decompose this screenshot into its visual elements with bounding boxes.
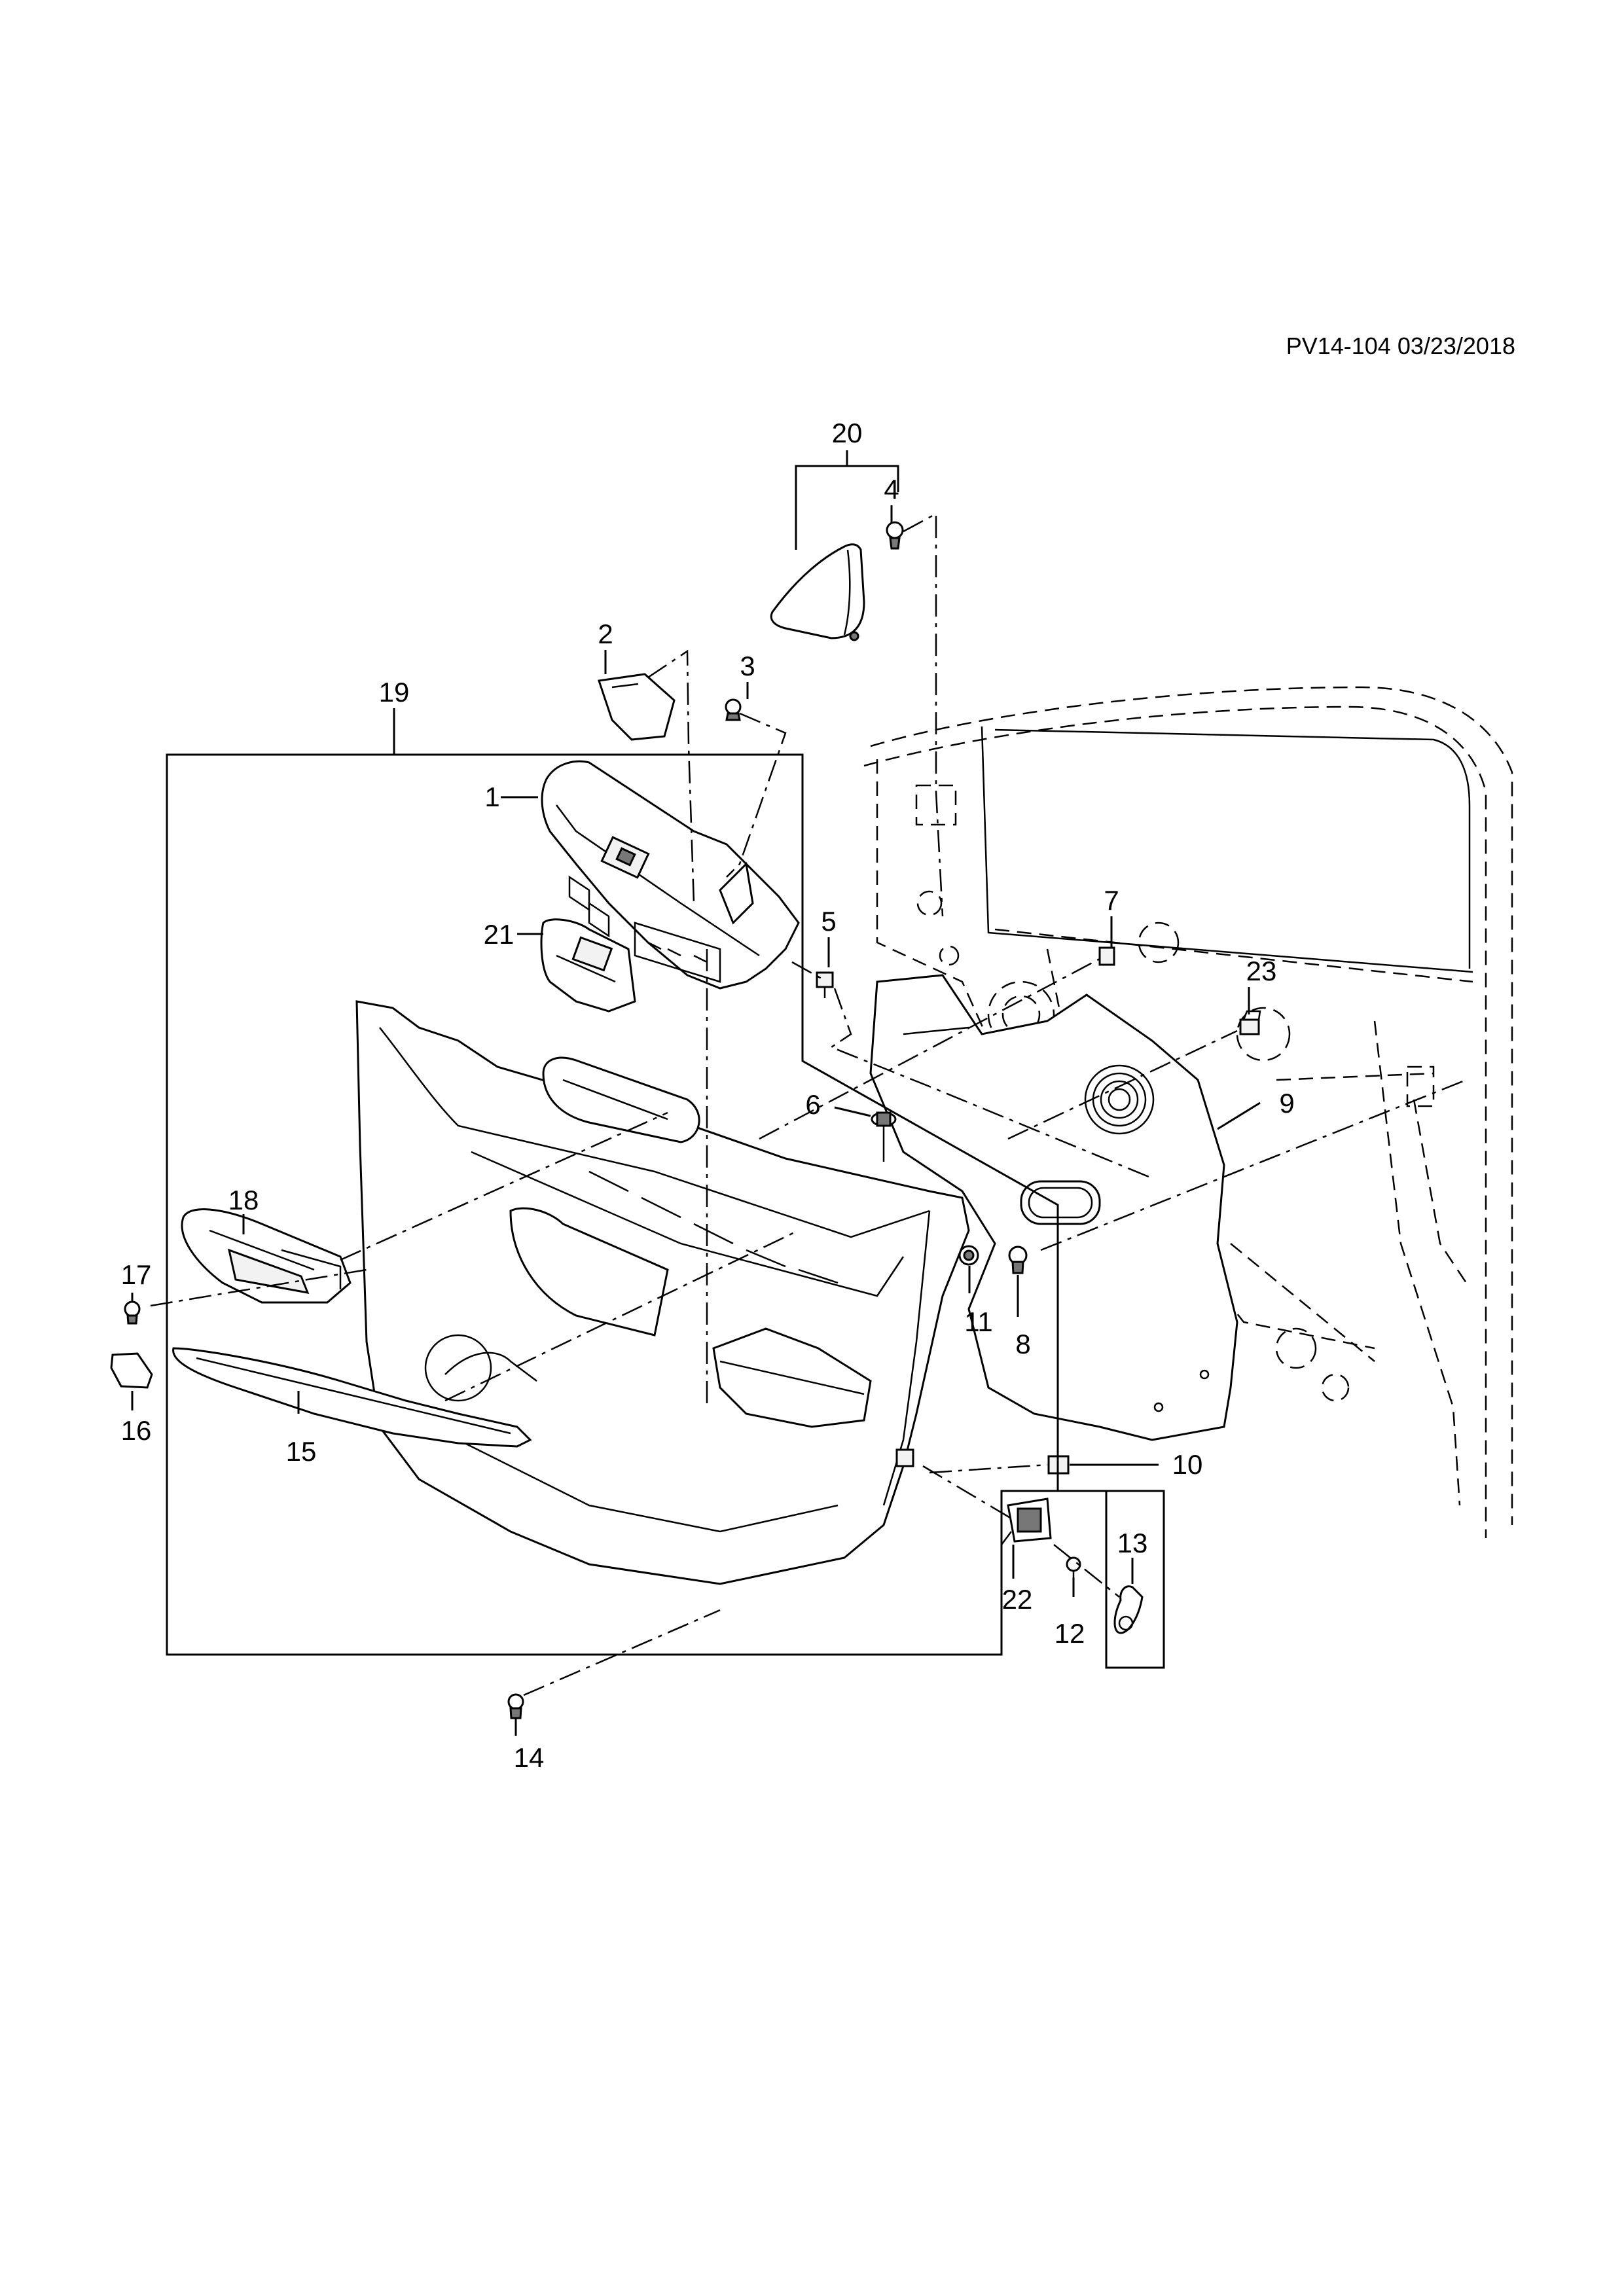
armrest-strip: [172, 1347, 532, 1448]
callout-4: 4: [884, 474, 899, 505]
callout-18: 18: [228, 1185, 259, 1215]
screw-17: [124, 1300, 141, 1325]
assembly-19-border: [166, 753, 1165, 1669]
clip-7: [1098, 946, 1115, 966]
screw-3: [725, 698, 742, 721]
inside-handle: [181, 1208, 352, 1304]
callout-12: 12: [1055, 1618, 1085, 1649]
callout-14: 14: [514, 1742, 545, 1773]
callout-1: 1: [484, 781, 499, 812]
screw-14: [507, 1693, 524, 1719]
callout-2: 2: [598, 619, 613, 649]
speaker-hole: [1084, 1064, 1155, 1135]
leader-lines: [131, 492, 1467, 1736]
clip-5: [816, 971, 834, 998]
callout-labels: 20 4 2 3 19 1 21 5 7 23 6 9 18 17 11 8 1…: [121, 418, 1295, 1773]
mirror-patch: [770, 543, 865, 641]
screw-12: [1066, 1556, 1081, 1577]
water-deflector: [869, 974, 1238, 1441]
callout-22: 22: [1002, 1584, 1033, 1615]
callout-19: 19: [379, 677, 410, 708]
callout-23: 23: [1246, 956, 1277, 986]
handle-cutout: [1020, 1180, 1101, 1225]
window-switch-bezel: [541, 760, 800, 990]
clip-23: [1239, 1010, 1261, 1035]
cover-16: [110, 1352, 153, 1389]
nut-8: [1008, 1246, 1028, 1274]
callout-13: 13: [1117, 1528, 1148, 1558]
callout-10: 10: [1172, 1449, 1203, 1480]
callout-5: 5: [821, 906, 836, 937]
callout-9: 9: [1279, 1088, 1294, 1119]
lamp-13: [1113, 1585, 1144, 1634]
reference-code: PV14-104 03/23/2018: [1286, 332, 1515, 359]
door-frame: [863, 686, 1513, 1538]
push-pin-4: [886, 521, 904, 550]
callout-17: 17: [121, 1259, 152, 1290]
callout-15: 15: [286, 1436, 317, 1467]
pin-6: [871, 1111, 897, 1162]
callout-7: 7: [1104, 885, 1119, 916]
callout-8: 8: [1015, 1329, 1030, 1359]
callout-16: 16: [121, 1415, 152, 1446]
window-switch: [540, 918, 636, 1013]
callout-20: 20: [832, 418, 863, 448]
callout-21: 21: [484, 919, 514, 950]
callout-11: 11: [964, 1306, 993, 1337]
grommet-11: [958, 1245, 979, 1266]
callout-3: 3: [740, 651, 755, 681]
bracket-20: [795, 450, 899, 492]
trim-cover-2: [598, 673, 676, 741]
callout-6: 6: [805, 1089, 820, 1120]
bracket-22: [1001, 1498, 1052, 1545]
